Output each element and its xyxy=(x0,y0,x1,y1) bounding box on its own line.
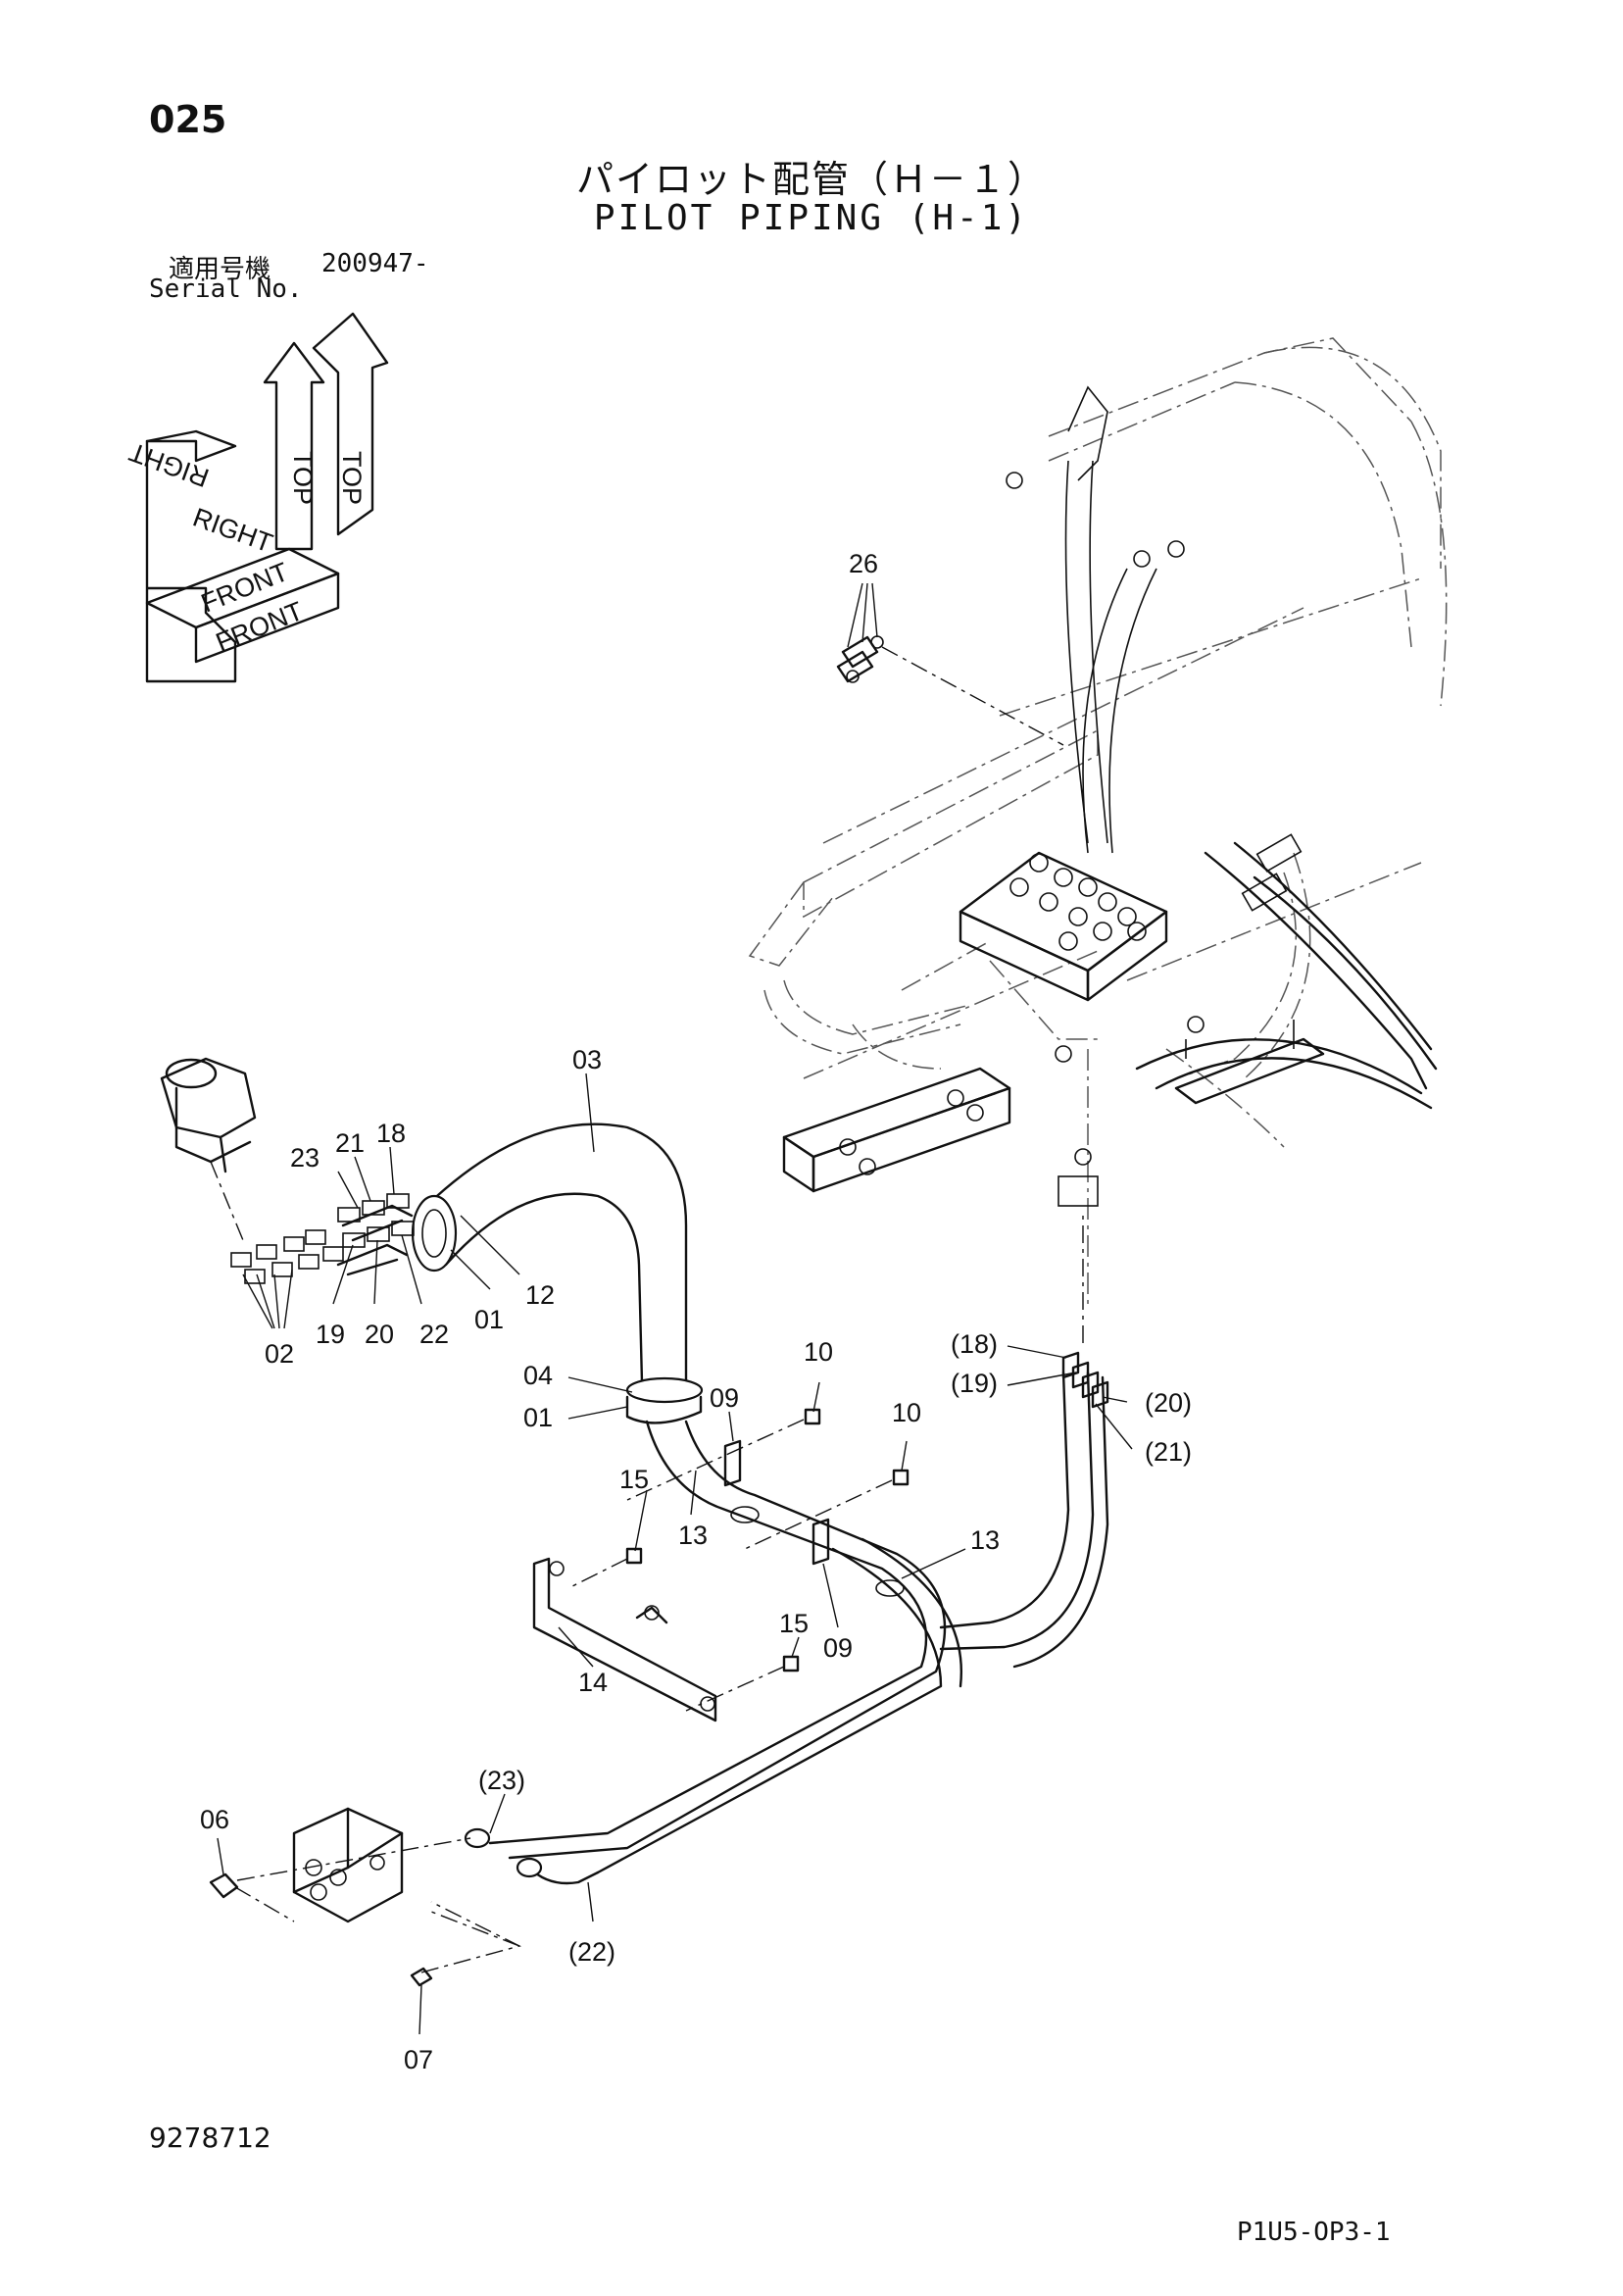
callout-21-paren: (21) xyxy=(1145,1437,1192,1467)
orientation-top-label-1: TOP xyxy=(288,451,318,505)
callout-22-paren: (22) xyxy=(568,1937,615,1967)
callout-04: 04 xyxy=(523,1361,553,1390)
parts-18-23-hose-fittings xyxy=(337,1193,415,1248)
callout-15-upper: 15 xyxy=(619,1465,649,1494)
serial-number: 200947- xyxy=(321,249,429,278)
callout-23: 23 xyxy=(290,1143,320,1173)
callout-18-paren: (18) xyxy=(951,1329,998,1359)
callout-02: 02 xyxy=(265,1339,294,1369)
callout-14: 14 xyxy=(578,1668,608,1697)
callout-18: 18 xyxy=(376,1119,406,1148)
callout-06: 06 xyxy=(200,1805,229,1834)
callout-01-upper: 01 xyxy=(474,1305,504,1334)
pilot-valve-upper xyxy=(160,1057,257,1246)
page-title-en: PILOT PIPING (H-1) xyxy=(593,198,1030,238)
phantom-machine-frame xyxy=(748,337,1448,1304)
callout-15-lower: 15 xyxy=(779,1609,809,1638)
page-title-jp: パイロット配管（Ｈ－１） xyxy=(575,158,1047,201)
callout-21: 21 xyxy=(335,1128,365,1158)
part-26-clamp-set xyxy=(836,635,1064,746)
callout-10-left: 10 xyxy=(804,1337,833,1367)
callout-07: 07 xyxy=(404,2045,433,2074)
callout-09-lower: 09 xyxy=(823,1633,853,1663)
right-hose-end-fittings xyxy=(1061,1216,1109,1409)
pilot-tube-run xyxy=(464,1371,1109,1885)
orientation-top-label-2: TOP xyxy=(337,451,367,505)
callout-03: 03 xyxy=(572,1045,602,1074)
callout-20: 20 xyxy=(365,1320,394,1349)
brackets-and-bolts xyxy=(532,1408,910,1722)
part-03-hose-sleeve xyxy=(411,1123,704,1424)
callout-19: 19 xyxy=(316,1320,345,1349)
callout-19-paren: (19) xyxy=(951,1369,998,1398)
lower-frame-rails xyxy=(782,1016,1325,1207)
pilot-valve-lower xyxy=(209,1807,521,1987)
callout-13-right: 13 xyxy=(970,1525,1000,1555)
callout-20-paren: (20) xyxy=(1145,1388,1192,1418)
page-number: 025 xyxy=(149,98,227,141)
leader-lines xyxy=(217,582,1133,2035)
callout-13-left: 13 xyxy=(678,1521,708,1550)
drawing-number: 9278712 xyxy=(149,2121,271,2154)
callout-09-upper: 09 xyxy=(710,1383,739,1413)
callout-22: 22 xyxy=(419,1320,449,1349)
callout-labels: 26 03 23 21 18 12 19 20 22 01 02 04 01 0… xyxy=(200,549,1192,2074)
serial-label-en: Serial No. xyxy=(149,275,303,304)
part-13-clamps xyxy=(730,1506,905,1597)
orientation-right-label-1: RIGHT xyxy=(125,437,213,493)
callout-23-paren: (23) xyxy=(478,1766,525,1795)
serial-label-jp: 適用号機 xyxy=(169,255,271,284)
orientation-compass: TOP TOP RIGHT RIGHT FRONT FRONT xyxy=(125,312,389,683)
central-manifold xyxy=(959,833,1438,1110)
callout-01-lower: 01 xyxy=(523,1403,553,1432)
callout-10-right: 10 xyxy=(892,1398,921,1427)
orientation-right-label-2: RIGHT xyxy=(189,502,276,558)
callout-12: 12 xyxy=(525,1280,555,1310)
page-code: P1U5-OP3-1 xyxy=(1237,2218,1391,2247)
part-02-fittings xyxy=(230,1204,414,1284)
callout-26: 26 xyxy=(849,549,878,578)
